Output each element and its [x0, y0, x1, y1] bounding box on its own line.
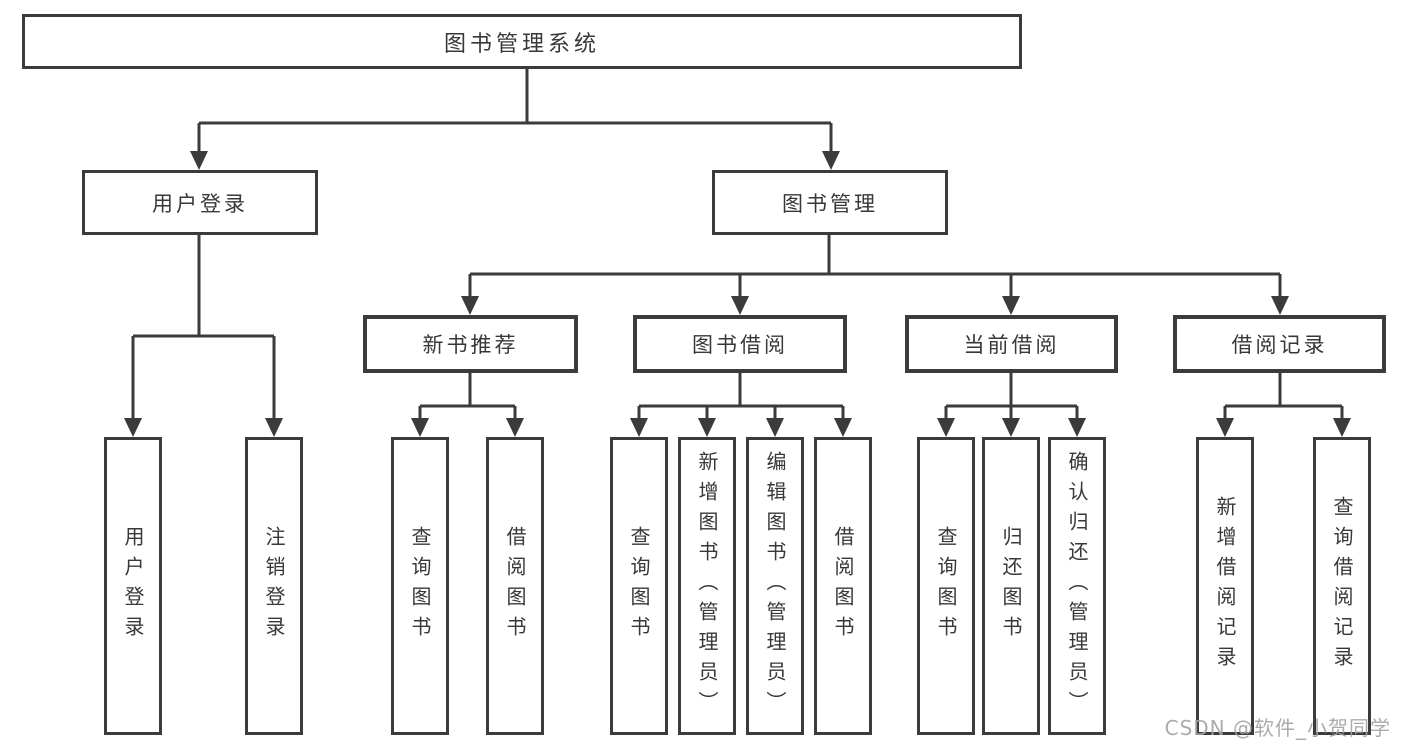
leaf-node-borrow-borrow-books: 借阅图书	[814, 437, 872, 735]
leaf-node-current-query-books: 查询图书	[917, 437, 975, 735]
root-label: 图书管理系统	[443, 31, 600, 57]
leaf-node-borrow-query-books: 查询图书	[610, 437, 668, 735]
branch-label: 图书管理	[782, 191, 878, 216]
leaf-label: 新增图书（管理员）	[695, 451, 719, 721]
module-label: 当前借阅	[963, 333, 1060, 357]
leaf-node-user-login: 用户登录	[104, 437, 162, 735]
leaf-label: 查询图书	[408, 526, 432, 646]
leaf-label: 用户登录	[121, 526, 145, 646]
leaf-label: 确认归还（管理员）	[1065, 451, 1089, 721]
leaf-node-recommend-query-books: 查询图书	[391, 437, 449, 735]
leaf-label: 查询图书	[627, 526, 651, 646]
leaf-node-recommend-borrow-books: 借阅图书	[486, 437, 544, 735]
leaf-node-logout: 注销登录	[245, 437, 303, 735]
branch-node-book-management: 图书管理	[712, 170, 948, 235]
leaf-node-records-add-record: 新增借阅记录	[1196, 437, 1254, 735]
leaf-node-current-confirm-return-admin: 确认归还（管理员）	[1048, 437, 1106, 735]
leaf-label: 查询图书	[934, 526, 958, 646]
watermark: CSDN @软件_小贺同学	[1164, 716, 1391, 740]
leaf-node-records-query-record: 查询借阅记录	[1313, 437, 1371, 735]
connector-lines	[131, 69, 1344, 420]
module-node-book-borrowing: 图书借阅	[633, 315, 847, 373]
branch-label: 用户登录	[152, 191, 248, 216]
module-node-borrowing-records: 借阅记录	[1173, 315, 1386, 373]
module-node-current-borrowing: 当前借阅	[905, 315, 1118, 373]
leaf-node-current-return-books: 归还图书	[982, 437, 1040, 735]
module-label: 借阅记录	[1231, 333, 1328, 357]
leaf-label: 归还图书	[999, 526, 1023, 646]
leaf-node-borrow-edit-book-admin: 编辑图书（管理员）	[746, 437, 804, 735]
leaf-label: 编辑图书（管理员）	[763, 451, 787, 721]
leaf-label: 借阅图书	[831, 526, 855, 646]
branch-node-user-login: 用户登录	[82, 170, 318, 235]
leaf-label: 新增借阅记录	[1213, 496, 1237, 676]
root-node: 图书管理系统	[22, 14, 1022, 69]
module-node-new-book-recommendation: 新书推荐	[363, 315, 578, 373]
module-label: 图书借阅	[692, 333, 788, 357]
module-label: 新书推荐	[422, 333, 519, 357]
leaf-label: 查询借阅记录	[1330, 496, 1354, 676]
leaf-label: 注销登录	[262, 526, 286, 646]
leaf-label: 借阅图书	[503, 526, 527, 646]
leaf-node-borrow-add-book-admin: 新增图书（管理员）	[678, 437, 736, 735]
